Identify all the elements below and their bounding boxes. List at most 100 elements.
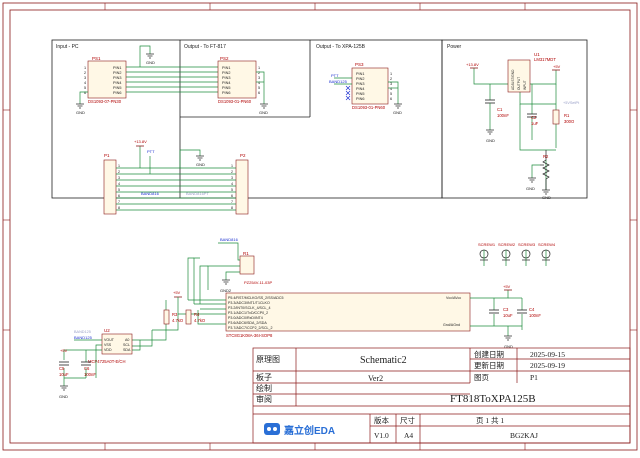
p1-num4: 4 [118, 182, 120, 186]
u1-pin-adj: ADJUST/GND [511, 69, 515, 90]
ps1-num6: 6 [84, 91, 86, 95]
u3-pin-vcc: Vcc/AVcc [446, 296, 461, 300]
eda-logo: 嘉立创EDA [264, 423, 335, 437]
net-band125-grey: BAND125 [74, 330, 91, 334]
ps2-num2: 2 [258, 71, 260, 75]
ps3-wires [334, 77, 399, 104]
tb-size-value: A4 [404, 431, 413, 440]
r3-ref: R3 [172, 312, 178, 317]
tb-version-value: V1.0 [374, 431, 389, 440]
ps2-num4: 4 [258, 81, 260, 85]
p2-num3: 3 [231, 176, 233, 180]
section-frames [51, 39, 588, 199]
c5-value: 10uF [59, 372, 69, 377]
tb-board-label: 板子 [256, 372, 272, 382]
screw-3 [521, 249, 531, 266]
net-band125-ps3: BAND125 [329, 79, 348, 84]
u2-part: MCP4725A0T-E/CH [88, 359, 125, 364]
r4-value: 4.7kO [194, 318, 206, 323]
p2-num4: 4 [231, 182, 233, 186]
p1-db9: P1 [103, 153, 117, 215]
r1-ref: R1 [564, 113, 570, 118]
ps2-ref: PS2 [220, 56, 229, 61]
u2-pin-vss: VSS [104, 343, 112, 347]
top-gnd-wire [139, 45, 151, 67]
ps1-pin6: PIN6 [113, 91, 121, 95]
u2-pin-vdd: VDD [104, 348, 112, 352]
gnd2-symbol [222, 279, 230, 285]
ps3-num3: 3 [390, 82, 392, 86]
net-5v-u3: +5V [503, 284, 511, 289]
ps2-pin1: PIN1 [222, 66, 230, 70]
c2-ref: C2 [531, 115, 537, 120]
u3-pin1: P5.4/RST/MCLKO/SS_2/SS/ADC5 [228, 296, 284, 300]
screw-4 [541, 249, 551, 266]
tb-title: FT818ToXPA125B [450, 393, 536, 405]
c1-capacitor [485, 99, 495, 130]
title-block [252, 347, 631, 444]
screw-3-label: SCREW3 [518, 242, 536, 247]
gnd-label-u3: GND [504, 344, 513, 349]
r2-potentiometer [540, 150, 550, 190]
ps2-part: DS1093-01-PN60 [218, 99, 252, 104]
section-input-pc: Input - PC [56, 44, 79, 50]
ps2-num3: 3 [258, 76, 260, 80]
net-5v-power: +5V [553, 64, 561, 69]
screw-1 [479, 249, 489, 266]
gnd-label-ps3: GND [393, 110, 402, 115]
p2-num8: 8 [231, 206, 233, 210]
ps1-part: DS1093-07-PN30 [88, 99, 122, 104]
ps3-part: DS1093-01-PN60 [352, 105, 386, 110]
u2-pin-a0: A0 [125, 338, 129, 342]
ps3-pin3: PIN3 [356, 82, 364, 86]
p1-num6: 6 [118, 194, 120, 198]
tb-company: BG2KAJ [510, 431, 538, 440]
ps3-pin5: PIN5 [356, 92, 364, 96]
u3-pin6: P3.6/ADC6/SDA_2/SDA [228, 321, 267, 325]
ps2-num5: 5 [258, 86, 260, 90]
net-ptt-ps3: PTT [331, 73, 339, 78]
ps1-num2: 2 [84, 71, 86, 75]
c6-ref: C6 [84, 366, 90, 371]
c6-capacitor [81, 361, 91, 366]
ps3-num2: 2 [390, 77, 392, 81]
r11-part: PZ254V-11-03P [244, 280, 272, 285]
eda-logo-text: 嘉立创EDA [283, 424, 335, 437]
c1-value: 100nF [497, 113, 509, 118]
net-band816pt-p: BAND816PT [186, 191, 209, 196]
tb-version-label: 版本 [374, 415, 389, 425]
u2-dac: U2 MCP4725A0T-E/CH VOUT VSS VDD A0 SCL S… [88, 328, 133, 364]
ps3-pin6: PIN6 [356, 97, 364, 101]
gnd-symbol-r2 [528, 177, 550, 195]
u1-pin-out: OUTPUT [517, 77, 521, 90]
ps1-num4: 4 [84, 81, 86, 85]
ps2-pin6: PIN6 [222, 91, 230, 95]
gnd-label-r2: GND [526, 186, 535, 191]
p2-ref: P2 [240, 153, 246, 158]
gnd-symbol-ps3 [394, 103, 402, 109]
ps1-pin5: PIN5 [113, 86, 121, 90]
u1-part: LM317MDT [534, 57, 556, 62]
gnd-symbol-top [146, 53, 154, 59]
ps3-num1: 1 [390, 72, 392, 76]
gnd-label-u2: GND [59, 394, 68, 399]
ps3-num4: 4 [390, 87, 392, 91]
ps1-ref: PS1 [92, 56, 101, 61]
ps1-num5: 5 [84, 86, 86, 90]
tb-updated-value: 2025-09-19 [530, 361, 565, 370]
r11-ref: R1 [243, 251, 249, 256]
r4-resistor [185, 309, 192, 325]
ps2-pin2: PIN2 [222, 71, 230, 75]
p2-num5: 5 [231, 188, 233, 192]
gnd-symbol-ps2 [260, 103, 268, 109]
gnd-symbol-u3 [504, 335, 512, 341]
p2-num6: 6 [231, 194, 233, 198]
c3-ref: C3 [503, 307, 509, 312]
net-13v8-p: +13.8V [134, 139, 147, 144]
screw-2-label: SCREW2 [498, 242, 516, 247]
p1-ref: P1 [104, 153, 110, 158]
c3-value: 10uF [503, 313, 513, 318]
gnd-label-c1: GND [486, 138, 495, 143]
screw-2 [501, 249, 511, 266]
